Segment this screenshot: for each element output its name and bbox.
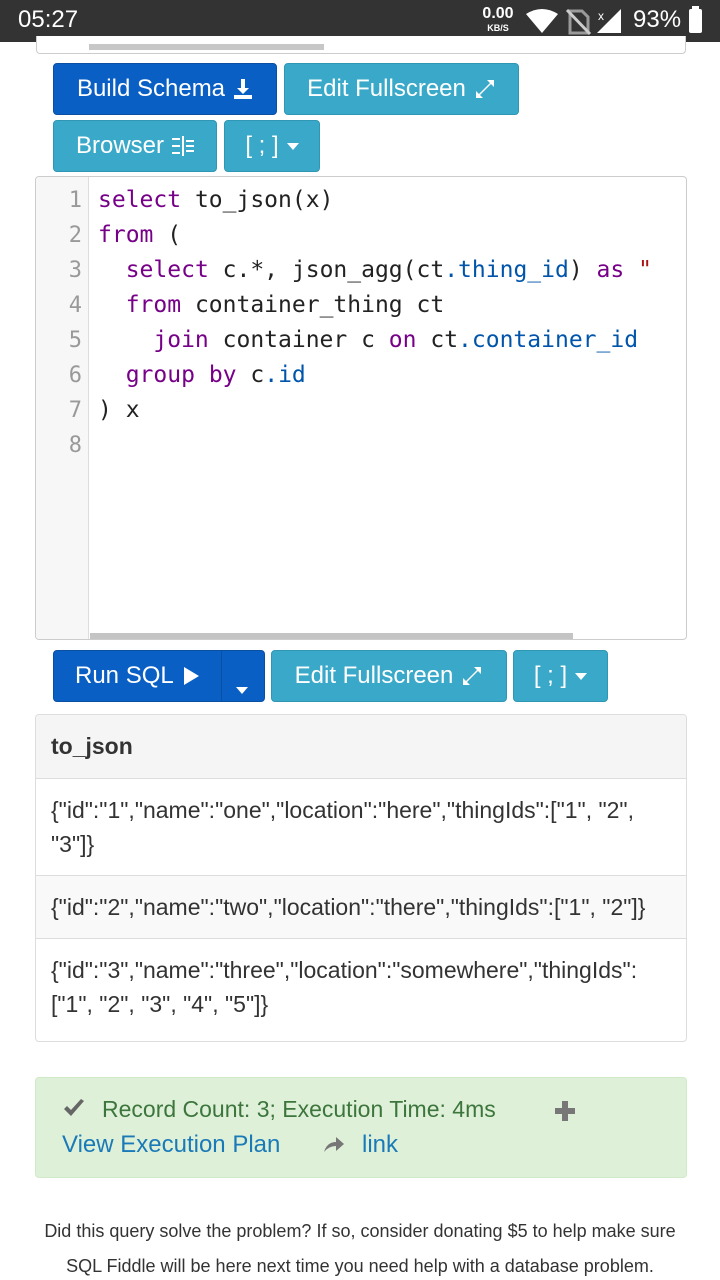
code-line-5: join container c on ct.container_id [153, 327, 639, 353]
battery-icon [689, 6, 702, 33]
run-options-dropdown[interactable] [236, 673, 248, 701]
edit-fullscreen-schema-button[interactable]: Edit Fullscreen [284, 63, 519, 115]
view-execution-plan-link[interactable]: View Execution Plan [62, 1131, 281, 1158]
check-icon [64, 1099, 84, 1116]
table-cell: {"id":"2","name":"two","location":"there… [51, 894, 646, 920]
run-sql-button[interactable]: Run SQL [53, 650, 265, 702]
network-speed: 0.00 KB/S [482, 5, 514, 33]
column-header: to_json [36, 715, 686, 779]
table-cell: ["1", "2", "3", "4", "5"]} [51, 991, 269, 1017]
status-icons: x [526, 8, 621, 36]
split-divider [221, 651, 222, 701]
build-schema-button[interactable]: Build Schema [53, 63, 277, 115]
table-row: {"id":"1","name":"one","location":"here"… [36, 779, 686, 876]
line-number: 6 [68, 363, 82, 388]
svg-text:x: x [598, 9, 604, 23]
edit-fullscreen-query-button[interactable]: Edit Fullscreen [271, 650, 507, 702]
indent-icon [172, 136, 195, 156]
code-line-4: from container_thing ct [125, 292, 445, 318]
editor-scrollbar[interactable] [90, 633, 573, 639]
permalink[interactable]: link [362, 1131, 399, 1158]
table-row: {"id":"2","name":"two","location":"there… [36, 876, 686, 939]
clock: 05:27 [18, 6, 79, 33]
table-cell: {"id":"3","name":"three","location":"som… [51, 957, 638, 983]
download-icon [234, 79, 253, 99]
plus-icon[interactable] [554, 1100, 576, 1122]
line-number: 4 [68, 293, 82, 318]
line-number: 1 [68, 188, 82, 213]
code-line-7: ) x [98, 397, 140, 423]
schema-editor[interactable] [36, 36, 686, 54]
results-table: to_json {"id":"1","name":"one","location… [35, 714, 687, 1042]
resize-full-icon [463, 667, 482, 685]
browser-button[interactable]: Browser [53, 120, 217, 172]
execution-summary: Record Count: 3; Execution Time: 4ms [102, 1096, 496, 1122]
code-line-6: group by c.id [125, 362, 306, 388]
query-editor[interactable]: 1 2 3 4 5 6 7 8 select to_json(x) from (… [35, 176, 687, 640]
line-number: 3 [68, 258, 82, 283]
share-arrow-icon [324, 1137, 344, 1152]
line-number: 5 [68, 328, 82, 353]
table-cell: {"id":"1","name":"one","location":"here"… [51, 797, 634, 823]
code-line-2: from ( [98, 222, 182, 248]
code-line-1: select to_json(x) [98, 187, 334, 213]
chevron-down-icon [286, 142, 299, 150]
code-line-3: select c.*, json_agg(ct.thing_id) as " [125, 257, 652, 283]
line-gutter: 1 2 3 4 5 6 7 8 [36, 177, 89, 639]
query-terminator-dropdown[interactable]: [ ; ] [513, 650, 608, 702]
status-bar: 05:27 0.00 KB/S x 93% [0, 0, 720, 42]
battery-percent: 93% [633, 6, 682, 33]
execution-alert: Record Count: 3; Execution Time: 4ms Vie… [35, 1077, 687, 1178]
schema-terminator-dropdown[interactable]: [ ; ] [224, 120, 320, 172]
line-number: 2 [68, 223, 82, 248]
play-icon [183, 667, 199, 685]
no-sim-icon [565, 8, 592, 36]
table-row: {"id":"3","name":"three","location":"som… [36, 939, 686, 1035]
resize-full-icon [475, 80, 494, 98]
signal-icon: x [597, 9, 621, 33]
line-number: 8 [68, 433, 82, 458]
schema-scrollbar[interactable] [89, 44, 324, 50]
table-cell: "3"]} [51, 831, 95, 857]
wifi-icon [526, 9, 558, 33]
chevron-down-icon [236, 687, 248, 694]
line-number: 7 [68, 398, 82, 423]
donate-message: Did this query solve the problem? If so,… [44, 1221, 676, 1276]
chevron-down-icon [575, 672, 588, 680]
